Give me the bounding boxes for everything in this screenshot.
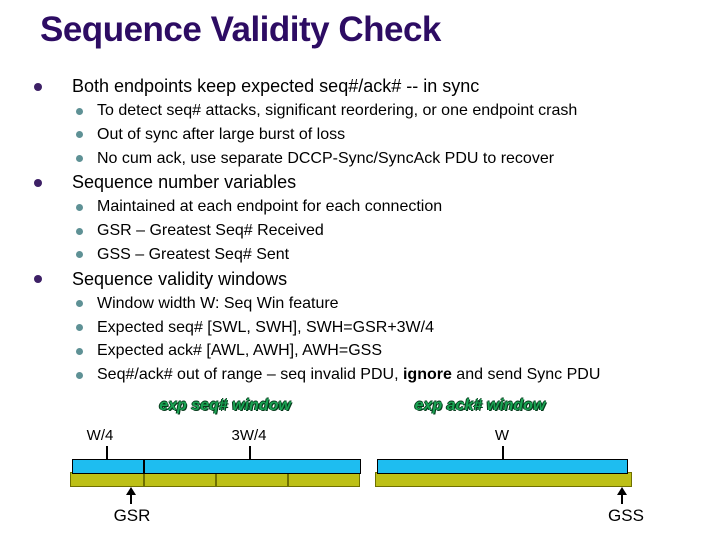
bullet-item: Both endpoints keep expected seq#/ack# -… xyxy=(0,74,720,99)
slide-title: Sequence Validity Check xyxy=(40,10,441,49)
seq-window-caption: exp seq# window xyxy=(159,397,291,414)
gsr-arrow-stem xyxy=(130,493,132,504)
sub-bullet-icon xyxy=(76,131,83,139)
gsr-label: GSR xyxy=(113,506,151,525)
sub-bullet-item: GSR – Greatest Seq# Received xyxy=(0,219,720,243)
sub-bullet-text: GSS – Greatest Seq# Sent xyxy=(97,245,290,263)
seq-window-w4-label: W/4 xyxy=(86,427,114,444)
w-pointer-line xyxy=(502,446,504,459)
bullet-item: Sequence number variables xyxy=(0,170,720,195)
w4-pointer-line xyxy=(106,446,108,459)
sub-bullet-icon xyxy=(76,227,83,235)
sub-bullet-icon xyxy=(76,324,83,332)
bullet-icon xyxy=(34,275,42,284)
seq-window-3w4-label: 3W/4 xyxy=(231,427,267,444)
sub-bullet-item: Expected seq# [SWL, SWH], SWH=GSR+3W/4 xyxy=(0,316,720,340)
ack-window-caption: exp ack# window xyxy=(414,397,546,414)
sub-bullet-icon xyxy=(76,251,83,259)
sub-bullet-text: Expected ack# [AWL, AWH], AWH=GSS xyxy=(97,342,382,360)
gsr-arrow-icon xyxy=(126,487,136,495)
sub-bullet-icon xyxy=(76,107,83,115)
segment-divider xyxy=(287,473,289,486)
sub-bullet-text-bold: ignore xyxy=(402,366,452,384)
sub-bullet-text: Maintained at each endpoint for each con… xyxy=(97,198,443,216)
sub-bullet-text-post: and send Sync PDU xyxy=(451,366,601,384)
sub-bullet-item: To detect seq# attacks, significant reor… xyxy=(0,99,720,123)
sub-bullet-text: Expected seq# [SWL, SWH], SWH=GSR+3W/4 xyxy=(97,318,434,336)
segment-divider xyxy=(143,473,145,486)
sub-bullet-text: Window width W: Seq Win feature xyxy=(97,294,339,312)
seq-range-bar xyxy=(70,472,360,487)
sub-bullet-icon xyxy=(76,371,83,379)
sub-bullet-item: GSS – Greatest Seq# Sent xyxy=(0,243,720,267)
segment-divider xyxy=(215,473,217,486)
sub-bullet-icon xyxy=(76,203,83,211)
ack-window-w-label: W xyxy=(494,427,510,444)
sub-bullet-text: GSR – Greatest Seq# Received xyxy=(97,222,324,240)
bullet-list: Both endpoints keep expected seq#/ack# -… xyxy=(0,74,720,387)
segment-divider xyxy=(143,460,145,473)
sub-bullet-text-pre: Seq#/ack# out of range – seq invalid PDU… xyxy=(97,366,403,384)
sub-bullet-item: Maintained at each endpoint for each con… xyxy=(0,195,720,219)
sub-bullet-text: To detect seq# attacks, significant reor… xyxy=(97,102,578,119)
sub-bullet-text: Seq#/ack# out of range – seq invalid PDU… xyxy=(97,363,600,387)
sub-bullet-icon xyxy=(76,347,83,355)
seq-window-bar xyxy=(72,459,361,474)
bullet-text: Sequence number variables xyxy=(72,172,297,193)
bullet-text: Both endpoints keep expected seq#/ack# -… xyxy=(72,76,480,96)
ack-range-bar xyxy=(375,472,632,487)
bullet-item: Sequence validity windows xyxy=(0,267,720,292)
gss-label: GSS xyxy=(608,506,644,525)
sub-bullet-text: No cum ack, use separate DCCP-Sync/SyncA… xyxy=(97,149,555,167)
bullet-icon xyxy=(34,178,42,187)
sub-bullet-item: Window width W: Seq Win feature xyxy=(0,292,720,316)
bullet-icon xyxy=(34,82,42,91)
sub-bullet-item: Expected ack# [AWL, AWH], AWH=GSS xyxy=(0,339,720,363)
gss-arrow-icon xyxy=(617,487,627,495)
gss-arrow-stem xyxy=(621,493,623,504)
sub-bullet-item: No cum ack, use separate DCCP-Sync/SyncA… xyxy=(0,147,720,171)
bullet-text: Sequence validity windows xyxy=(72,268,288,289)
sub-bullet-icon xyxy=(76,155,83,163)
sub-bullet-item: Seq#/ack# out of range – seq invalid PDU… xyxy=(0,363,720,387)
sub-bullet-item: Out of sync after large burst of loss xyxy=(0,123,720,147)
sub-bullet-text: Out of sync after large burst of loss xyxy=(97,125,346,143)
ack-window-bar xyxy=(377,459,628,474)
3w4-pointer-line xyxy=(249,446,251,459)
sub-bullet-icon xyxy=(76,300,83,308)
